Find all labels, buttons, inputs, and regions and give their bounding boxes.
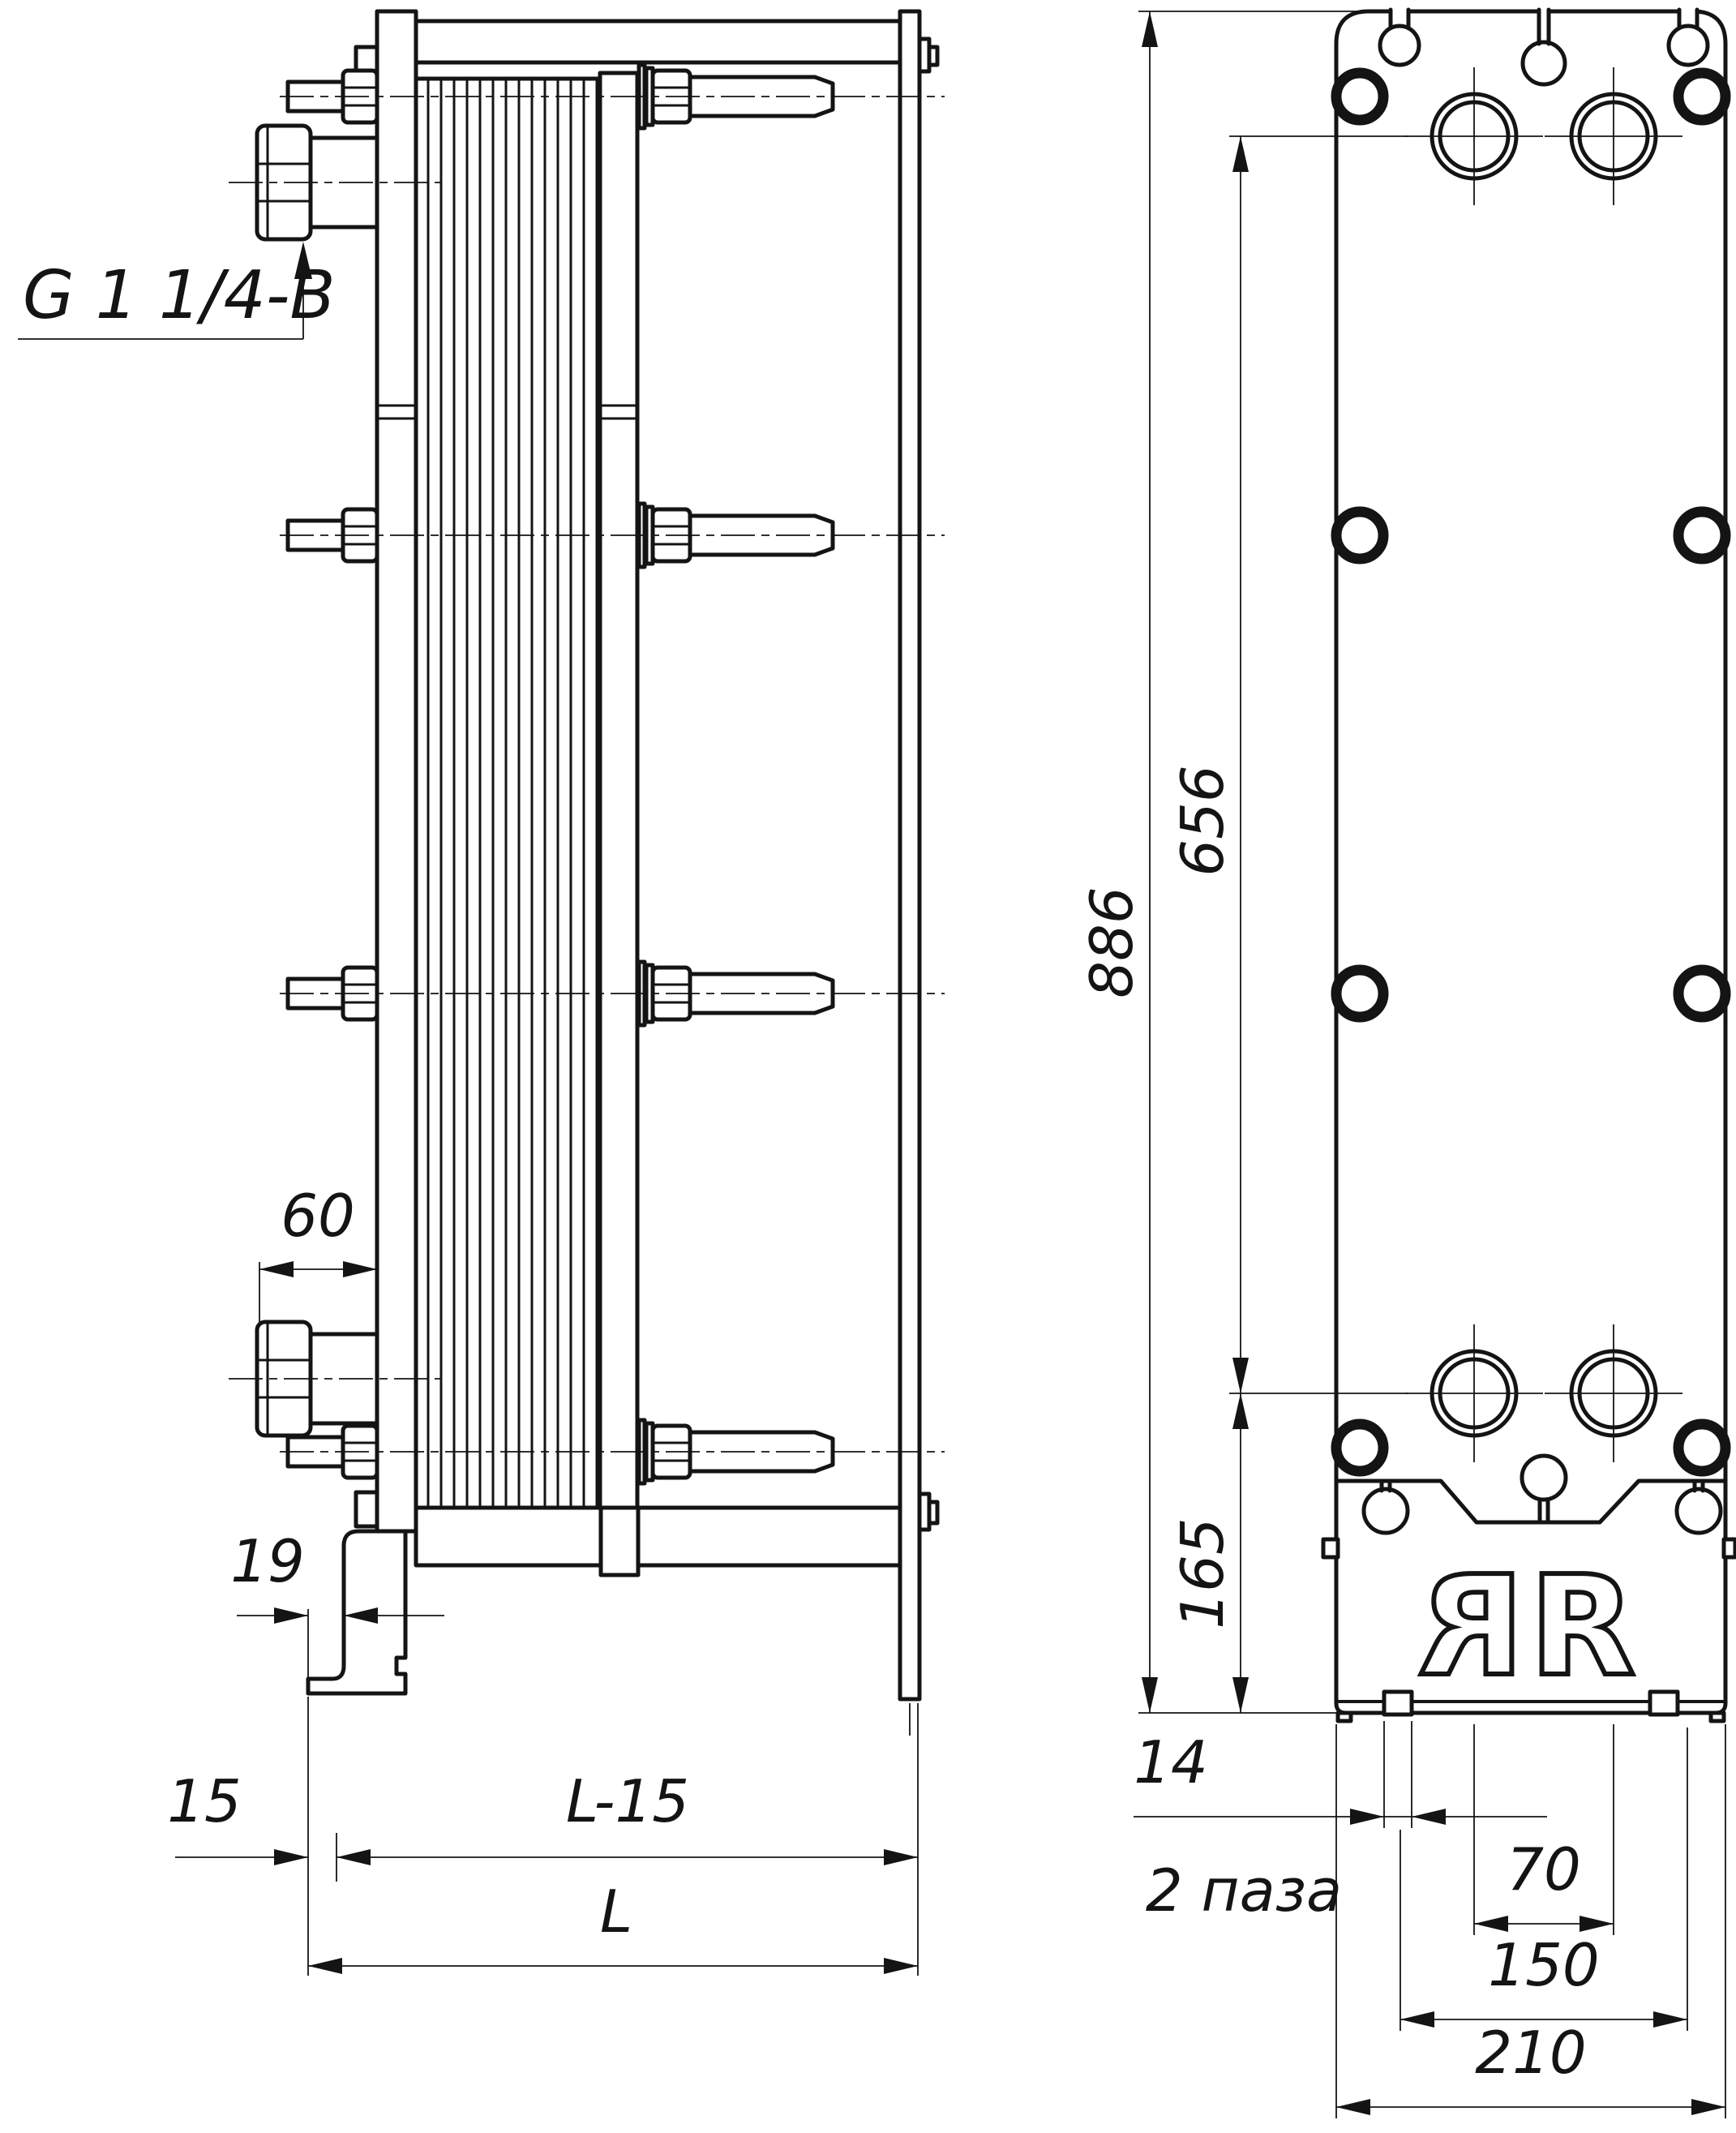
logo-r-mirrored-icon: R [1418,1547,1524,1707]
leader-arrow [294,242,312,279]
slots-note-label: 2 паза [1146,1856,1342,1925]
side-view: G 1 1/4-B 60 19 [18,9,945,1976]
top-keyhole-center [1520,6,1567,87]
dim-70-label: 70 [1507,1835,1581,1903]
bottom-keyhole-left [1361,1479,1410,1535]
rod-hole [1673,506,1731,564]
dim-210: 210 [1335,1724,1726,2118]
pipe-connection-bottom [229,1320,442,1438]
front-view: R R 886 656 165 [1078,6,1736,2118]
rod-hole [1331,506,1389,564]
bottom-bar-bolt [354,1490,379,1529]
plate-pack [414,76,602,1508]
rod-hole [1673,67,1731,126]
pressure-plate-shoe [598,1505,641,1577]
brand-logo: R R [1416,1544,1638,1710]
pressure-plate [598,71,640,1510]
dim-210-label: 210 [1475,2019,1586,2087]
dim-656: 656 [1168,135,1408,1394]
bottom-corner-tab [1708,1710,1726,1723]
dim-15: 15 [167,1697,919,1976]
rod-hole [1331,964,1389,1023]
dim-14: 14 2 паза [1134,1721,1547,1925]
dim-L-label: L [600,1878,632,1946]
tie-rod-holes [1331,67,1731,1477]
bottom-slot [1382,1689,1414,1717]
dim-656-label: 656 [1168,765,1237,876]
bottom-keyhole-right [1674,1479,1723,1535]
edge-tab-right [1721,1537,1736,1560]
logo-r-icon: R [1529,1547,1635,1707]
dim-60-label: 60 [281,1182,355,1250]
foot-bracket [306,1529,408,1696]
dim-L-15-label: L-15 [566,1767,689,1835]
port-bottom-right [1545,1324,1682,1462]
rod-hole [1331,67,1389,126]
column-top-clip [917,36,940,74]
top-keyhole-right [1666,6,1710,67]
dim-L: L [308,1878,918,1974]
bottom-corner-tab [1335,1710,1353,1723]
tie-rod [280,62,945,131]
dim-19: 19 [230,1527,444,1677]
dim-70: 70 [1473,1724,1614,1935]
dim-150-label: 150 [1488,1931,1599,1999]
rod-hole [1673,1418,1731,1477]
tie-rod [280,501,945,569]
port-top-left [1405,67,1543,205]
rod-hole [1673,964,1731,1023]
dim-886-label: 886 [1078,886,1146,998]
dim-14-label: 14 [1134,1728,1208,1796]
dim-15-label: 15 [167,1767,242,1835]
dim-19-label: 19 [230,1527,305,1595]
port-top-right [1545,67,1682,205]
thread-callout: G 1 1/4-B [18,242,336,340]
port-bottom-left [1405,1324,1543,1462]
tie-rod [280,1418,945,1486]
top-carrying-bar [414,19,902,65]
thread-callout-label: G 1 1/4-B [23,257,336,334]
tie-rod [280,959,945,1028]
dim-L-15: L-15 [336,1767,918,1865]
rod-hole [1331,1418,1389,1477]
fixed-frame-plate [375,9,418,1534]
dim-165: 165 [1168,1393,1249,1713]
dim-60: 60 [259,1182,377,1325]
dim-165-label: 165 [1168,1517,1237,1629]
column-bottom-clip [917,1491,940,1532]
pipe-connection-top [229,123,442,242]
edge-tab-left [1321,1537,1340,1560]
frame-slot-lines [377,404,637,420]
dim-886: 886 [1078,11,1370,1714]
rear-column [898,9,922,1702]
dim-150: 150 [1400,1727,1688,2031]
top-keyhole-left [1378,6,1421,67]
bottom-guide-bar [414,1505,902,1568]
bottom-slot [1648,1689,1680,1717]
bottom-keyhole-center [1520,1453,1568,1525]
